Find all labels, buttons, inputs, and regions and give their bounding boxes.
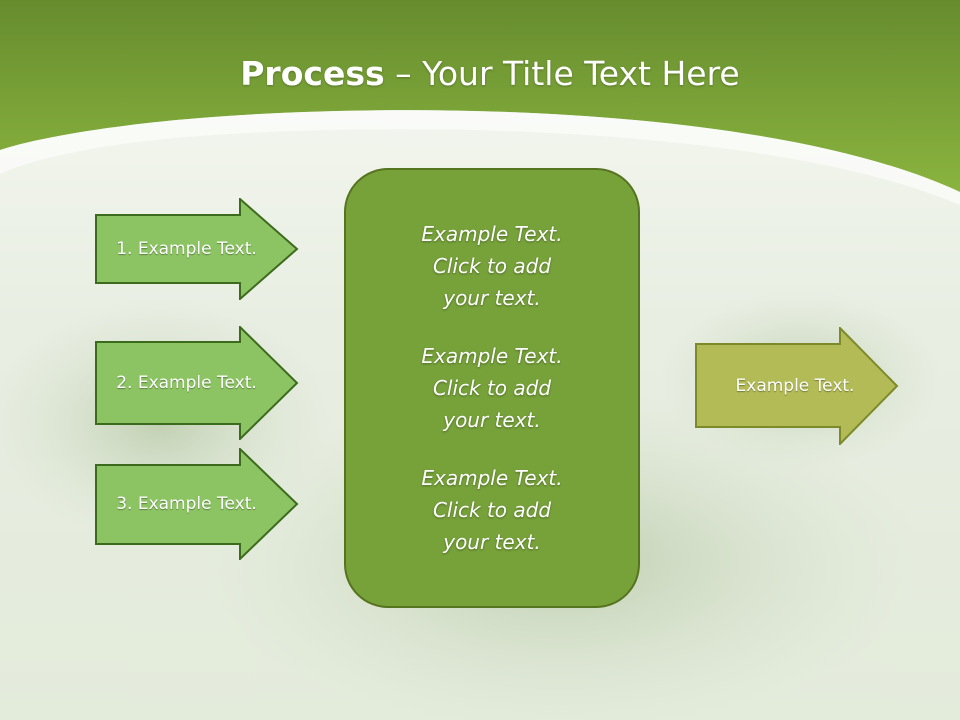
output-arrow[interactable]: Example Text. <box>695 327 899 445</box>
step-arrow-3[interactable]: 3. Example Text. <box>95 448 299 560</box>
center-text-line: your text. <box>443 530 541 554</box>
center-text-line: Click to add <box>432 254 552 278</box>
center-text-line: Click to add <box>432 376 552 400</box>
step-arrow-2-shape <box>95 326 299 440</box>
step-arrow-1-shape <box>95 198 299 300</box>
center-text-block-3: Example Text. Click to add your text. <box>421 462 562 558</box>
output-arrow-label: Example Text. <box>735 376 855 396</box>
center-process-box[interactable]: Example Text. Click to add your text. Ex… <box>344 168 640 608</box>
step-arrow-3-label: 3. Example Text. <box>116 494 257 514</box>
step-arrow-2-label: 2. Example Text. <box>116 373 257 393</box>
center-text-block-1: Example Text. Click to add your text. <box>421 218 562 314</box>
center-text-line: your text. <box>443 408 541 432</box>
title-rest-text: – Your Title Text Here <box>384 54 740 93</box>
header-band <box>0 0 960 192</box>
step-arrow-2[interactable]: 2. Example Text. <box>95 326 299 440</box>
slide-title: Process – Your Title Text Here <box>0 52 960 96</box>
center-text-line: Example Text. <box>421 466 563 490</box>
title-bold-text: Process <box>240 54 385 93</box>
header-swoosh <box>0 110 960 205</box>
center-text-line: Click to add <box>432 498 552 522</box>
step-arrow-1-label: 1. Example Text. <box>116 239 257 259</box>
output-arrow-shape <box>695 327 899 445</box>
center-text-line: Example Text. <box>421 344 563 368</box>
center-text-block-2: Example Text. Click to add your text. <box>421 340 562 436</box>
step-arrow-3-shape <box>95 448 299 560</box>
center-text-line: Example Text. <box>421 222 563 246</box>
center-text-line: your text. <box>443 286 541 310</box>
step-arrow-1[interactable]: 1. Example Text. <box>95 198 299 300</box>
